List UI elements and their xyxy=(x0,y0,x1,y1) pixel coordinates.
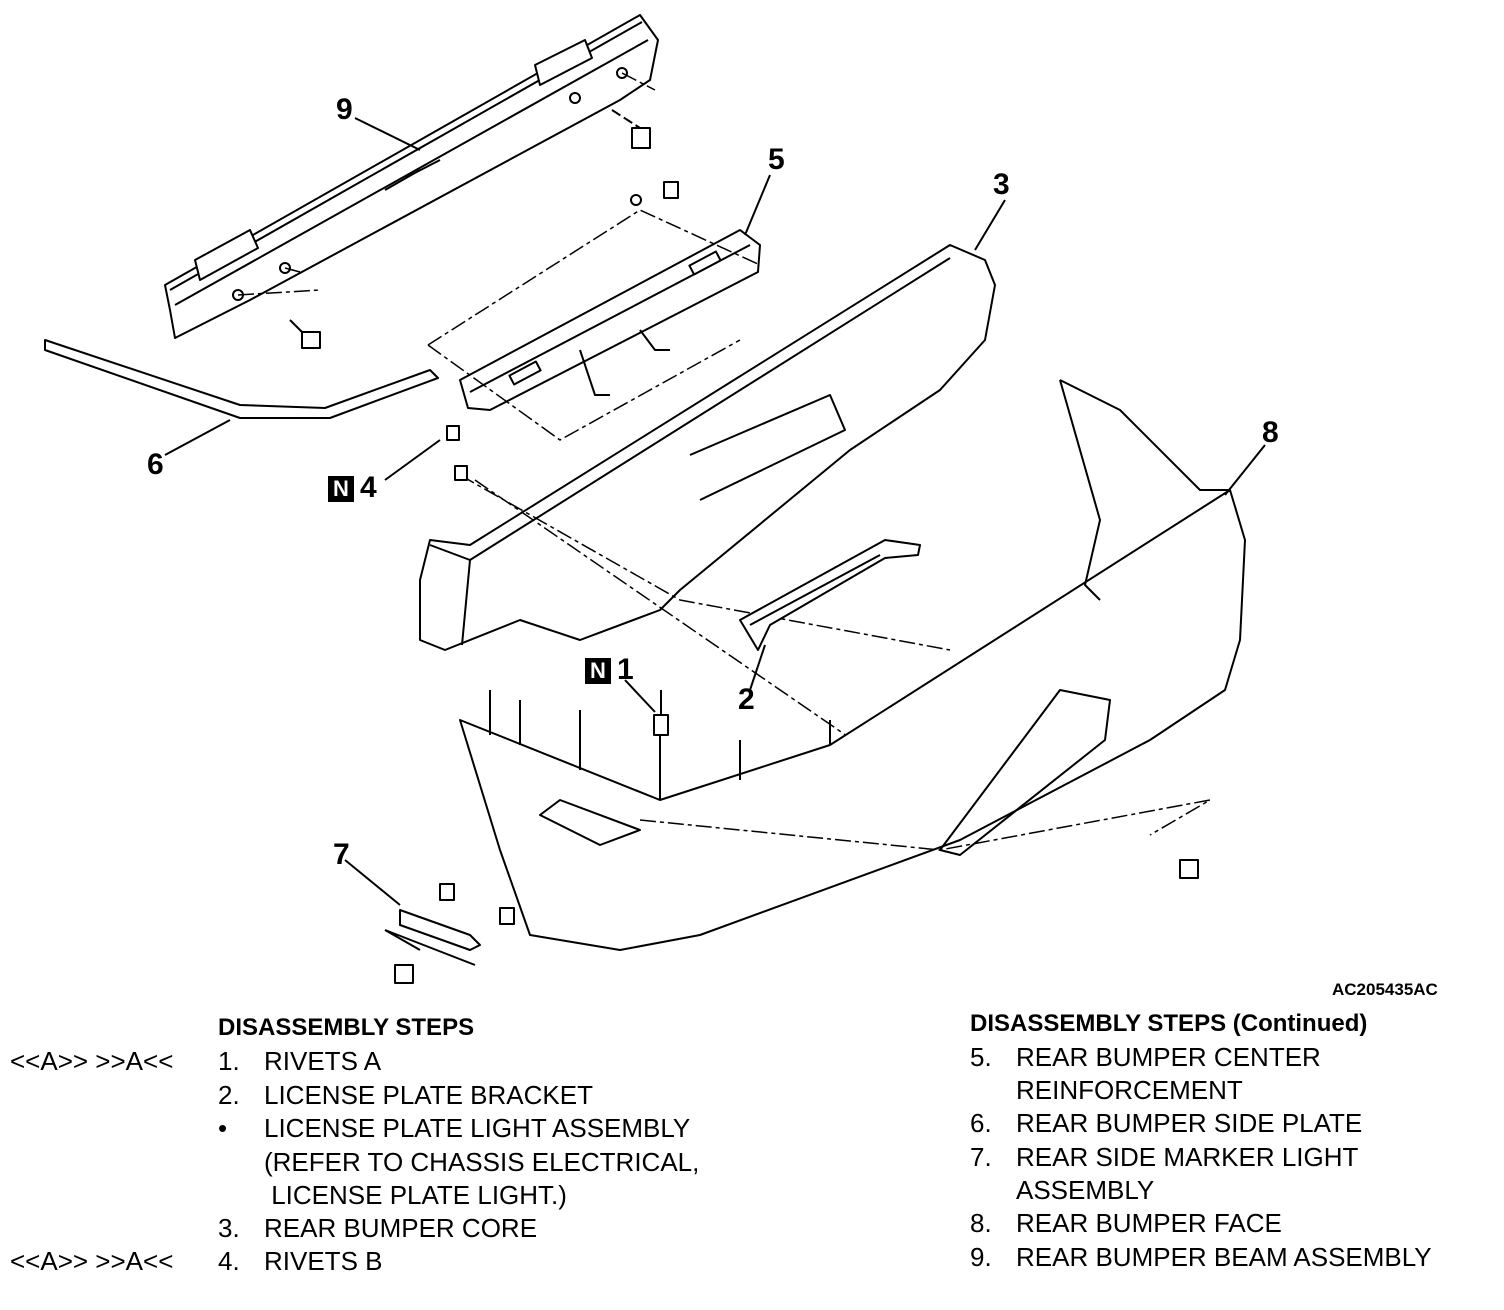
step-item: 2.LICENSE PLATE BRACKET xyxy=(218,1080,593,1110)
callout-9: 9 xyxy=(336,93,353,126)
callout-8: 8 xyxy=(1262,416,1279,449)
step-item: (REFER TO CHASSIS ELECTRICAL, xyxy=(264,1147,700,1177)
step-item: 5.REAR BUMPER CENTER xyxy=(970,1042,1321,1072)
bumper-beam-part xyxy=(164,14,659,339)
bumper-core-part xyxy=(419,244,996,651)
step-marker: <<A>> >>A<< xyxy=(10,1246,174,1276)
license-plate-bracket-part xyxy=(739,539,921,651)
center-reinforcement-part xyxy=(459,181,761,411)
rivet-icon xyxy=(653,690,669,736)
step-item: 7.REAR SIDE MARKER LIGHT xyxy=(970,1142,1359,1172)
step-marker: <<A>> >>A<< xyxy=(10,1046,174,1076)
rivet-icon xyxy=(446,425,468,481)
right-steps-title: DISASSEMBLY STEPS (Continued) xyxy=(970,1010,1368,1037)
step-item: 1.RIVETS A xyxy=(218,1046,382,1076)
side-plate-part xyxy=(44,339,439,419)
bumper-face-part xyxy=(459,379,1246,951)
step-item: 4.RIVETS B xyxy=(218,1246,383,1276)
callout-7: 7 xyxy=(333,838,350,871)
figure-code: AC205435AC xyxy=(1332,980,1438,999)
step-item: 8.REAR BUMPER FACE xyxy=(970,1208,1282,1238)
step-item: 9.REAR BUMPER BEAM ASSEMBLY xyxy=(970,1242,1432,1272)
new-part-badge: N xyxy=(328,476,354,503)
step-item: •LICENSE PLATE LIGHT ASSEMBLY xyxy=(218,1113,691,1143)
callout-5: 5 xyxy=(768,143,785,176)
bolt-icon xyxy=(289,109,651,349)
left-steps-title: DISASSEMBLY STEPS xyxy=(218,1014,475,1041)
step-item: REINFORCEMENT xyxy=(1016,1075,1243,1105)
exploded-bumper-diagram xyxy=(44,14,1266,984)
new-part-badge: N xyxy=(585,658,611,685)
step-item: 6.REAR BUMPER SIDE PLATE xyxy=(970,1108,1363,1138)
step-item: ASSEMBLY xyxy=(1016,1175,1155,1205)
bolt-icon xyxy=(1179,859,1199,879)
step-item: LICENSE PLATE LIGHT.) xyxy=(264,1180,567,1210)
callout-2: 2 xyxy=(738,683,755,716)
side-marker-light-part xyxy=(384,883,515,984)
callout-3: 3 xyxy=(993,168,1010,201)
callout-6: 6 xyxy=(147,448,164,481)
step-item: 3.REAR BUMPER CORE xyxy=(218,1213,538,1243)
